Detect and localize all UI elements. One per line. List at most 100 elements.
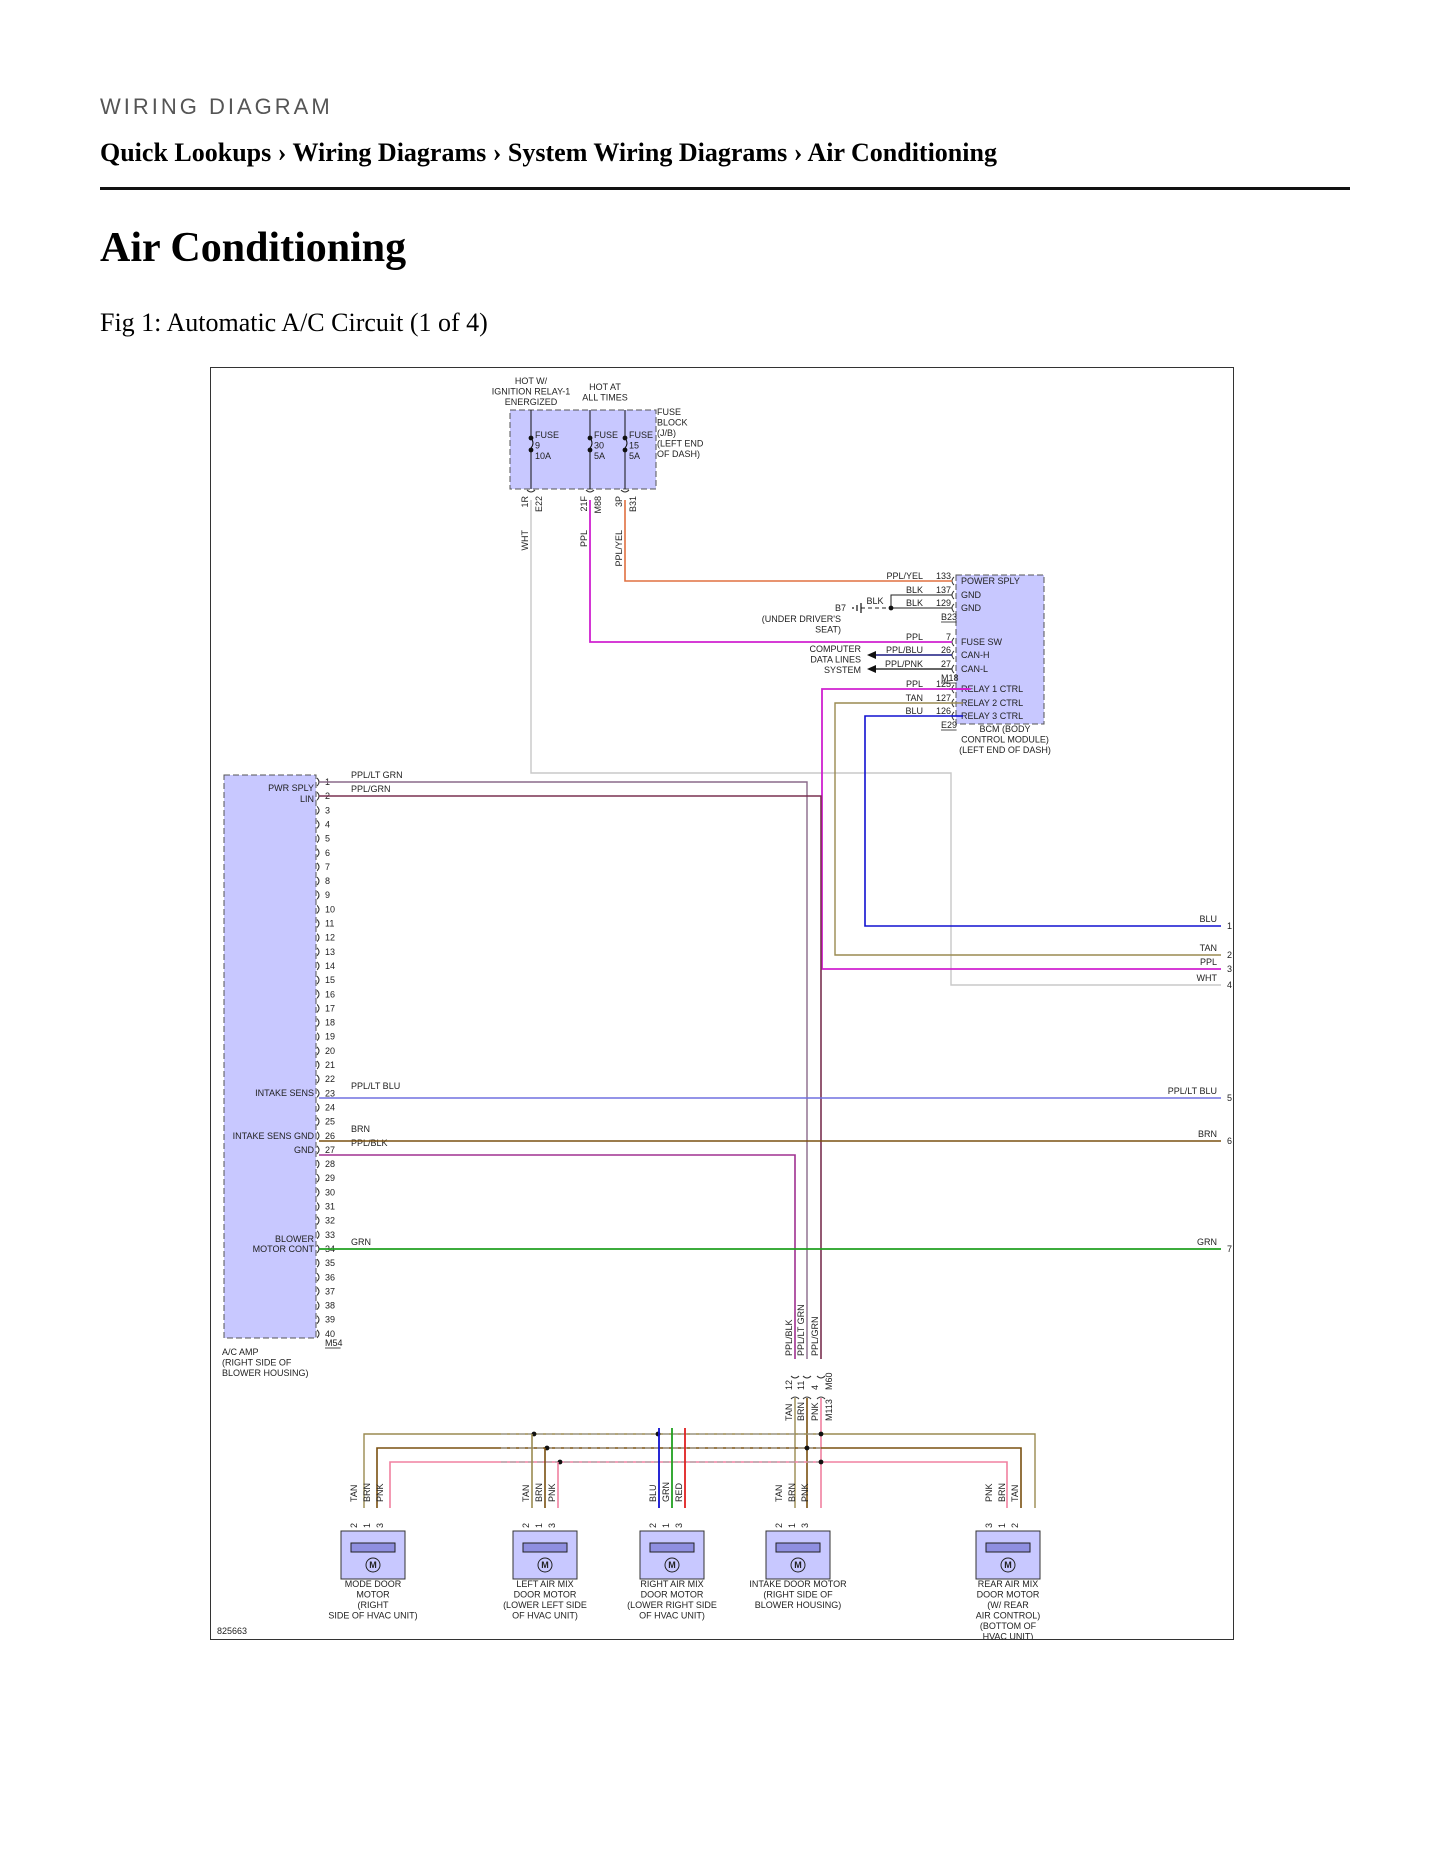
connector-pin-icon bbox=[316, 1287, 320, 1296]
motor-name-label: DOOR MOTOR bbox=[977, 1590, 1040, 1600]
motor-name-label: OF HVAC UNIT) bbox=[639, 1611, 705, 1621]
bcm-pin-function: GND bbox=[961, 590, 982, 600]
motor-pin-number: 3 bbox=[375, 1523, 385, 1528]
connector-reference-number: 4 bbox=[1227, 980, 1232, 990]
ac-amp-pin-number: 13 bbox=[325, 947, 335, 957]
wire-color-label: RED bbox=[674, 1482, 684, 1502]
breadcrumb-separator: › bbox=[277, 138, 287, 167]
motor-pin-number: 2 bbox=[349, 1523, 359, 1528]
ac-amp-pin-function: INTAKE SENS bbox=[255, 1088, 314, 1098]
ac-amp-pin-number: 24 bbox=[325, 1102, 335, 1112]
ac-amp-label: (RIGHT SIDE OF bbox=[222, 1358, 292, 1368]
connector-pin-icon bbox=[316, 848, 320, 858]
fuse-block-label: BLOCK bbox=[657, 418, 688, 428]
motor-pin-number: 1 bbox=[362, 1523, 372, 1528]
breadcrumb-separator: › bbox=[492, 138, 502, 167]
bcm-pin-number: 127 bbox=[936, 693, 951, 703]
fuse-label: FUSE bbox=[629, 430, 653, 440]
breadcrumb-wiring-diagrams[interactable]: Wiring Diagrams bbox=[292, 138, 487, 167]
fuse-label: 5A bbox=[594, 451, 605, 461]
wire-ppl bbox=[589, 500, 952, 643]
motor-symbol: M bbox=[668, 1560, 676, 1570]
connector-pin-icon bbox=[316, 1145, 320, 1155]
breadcrumb-system-wiring-diagrams[interactable]: System Wiring Diagrams bbox=[507, 138, 788, 167]
motor-terminal-block bbox=[522, 1542, 568, 1553]
bcm-pin-number: 125 bbox=[936, 679, 951, 689]
ac-amp-pin-number: 30 bbox=[325, 1187, 335, 1197]
motor-icon bbox=[790, 1557, 806, 1573]
ac-amp-pin-number: 35 bbox=[325, 1258, 335, 1268]
wire-color-label: PPL/BLK bbox=[784, 1319, 794, 1356]
wire-color-label: BRN bbox=[787, 1483, 797, 1502]
ac-amp-pin-number: 6 bbox=[325, 848, 330, 858]
hot-ignition-label: ENERGIZED bbox=[505, 397, 558, 407]
connector-pin-icon bbox=[816, 1375, 826, 1400]
motor-pin-number: 1 bbox=[534, 1523, 544, 1528]
connector-pin-icon bbox=[316, 1046, 320, 1056]
connector-pin-icon bbox=[526, 489, 536, 493]
wire-color-label: PPL/LT GRN bbox=[796, 1304, 806, 1356]
breadcrumb-quick-lookups[interactable]: Quick Lookups bbox=[100, 138, 272, 167]
connector-pin-icon bbox=[316, 1060, 320, 1070]
motor-pin-number: 1 bbox=[661, 1523, 671, 1528]
breadcrumb-separator: › bbox=[793, 138, 803, 167]
motor-name-label: REAR AIR MIX bbox=[978, 1579, 1039, 1589]
motor-name-label: RIGHT AIR MIX bbox=[640, 1579, 703, 1589]
wire-color-label: TAN bbox=[1200, 943, 1217, 953]
figure-id: 825663 bbox=[217, 1626, 247, 1636]
wire-pnk bbox=[389, 1461, 1008, 1508]
ac-amp-pin-number: 9 bbox=[325, 890, 330, 900]
wire-color-label: BLK bbox=[906, 598, 923, 608]
bcm-connector-id: B23 bbox=[941, 612, 957, 622]
breadcrumb-air-conditioning[interactable]: Air Conditioning bbox=[807, 138, 997, 167]
bundle-pin-number: 12 bbox=[784, 1380, 794, 1390]
motor-pin-number: 3 bbox=[547, 1523, 557, 1528]
connector-reference-number: 5 bbox=[1227, 1093, 1232, 1103]
motor-terminal-block bbox=[775, 1542, 821, 1553]
motor-name-label: (LOWER LEFT SIDE bbox=[503, 1600, 587, 1610]
connector-pin-icon bbox=[316, 1202, 320, 1211]
wire-color-label: PPL bbox=[906, 679, 923, 689]
splice-point bbox=[818, 1431, 824, 1437]
bcm-module bbox=[955, 574, 1045, 725]
breadcrumb: Quick Lookups › Wiring Diagrams › System… bbox=[100, 138, 997, 168]
wire-color-label: GRN bbox=[351, 1237, 371, 1247]
motor-pin-number: 3 bbox=[800, 1523, 810, 1528]
ac-amp-pin-number: 29 bbox=[325, 1173, 335, 1183]
ac-amp-pin-number: 14 bbox=[325, 961, 335, 971]
connector-pin-icon bbox=[951, 664, 955, 674]
bundle-pin-number: 4 bbox=[810, 1385, 820, 1390]
ac-amp-pin-number: 33 bbox=[325, 1230, 335, 1240]
ac-amp-pin-number: 12 bbox=[325, 933, 335, 943]
wire-color-label: PPL/YEL bbox=[886, 571, 923, 581]
motor-terminal-block bbox=[350, 1542, 396, 1553]
connector-pin-icon bbox=[316, 1272, 320, 1282]
connector-pin-icon bbox=[316, 1159, 320, 1169]
connector-pin-icon bbox=[316, 947, 320, 957]
ac-amp-pin-number: 31 bbox=[325, 1202, 335, 1212]
fuse-label: 9 bbox=[535, 441, 540, 451]
connector-pin-icon bbox=[316, 1329, 320, 1339]
connector-pin-icon bbox=[316, 1216, 320, 1226]
figure-caption: Fig 1: Automatic A/C Circuit (1 of 4) bbox=[100, 308, 488, 337]
wire-color-label: BLK bbox=[866, 596, 883, 606]
connector-pin-icon bbox=[316, 975, 320, 985]
ac-amp-pin-number: 22 bbox=[325, 1074, 335, 1084]
splice-point bbox=[888, 605, 894, 611]
wire-color-label: BRN bbox=[1198, 1129, 1217, 1139]
ac-amp-pin-number: 20 bbox=[325, 1046, 335, 1056]
bcm-pin-number: 7 bbox=[946, 632, 951, 642]
connector-pin-icon bbox=[316, 1173, 320, 1183]
data-lines-label: SYSTEM bbox=[824, 665, 861, 675]
connector-pin-icon bbox=[620, 489, 630, 493]
wire-color-label: PPL/LT BLU bbox=[351, 1081, 400, 1091]
ac-amp-pin-number: 32 bbox=[325, 1216, 335, 1226]
connector-pin-icon bbox=[316, 961, 320, 971]
wire-color-label: PPL/GRN bbox=[351, 784, 391, 794]
ac-amp-pin-number: 8 bbox=[325, 876, 330, 886]
ac-amp-pin-function: INTAKE SENS GND bbox=[233, 1131, 315, 1141]
wire-tan bbox=[834, 702, 1221, 956]
bcm-label: CONTROL MODULE) bbox=[961, 735, 1049, 745]
ac-amp-pin-number: 28 bbox=[325, 1159, 335, 1169]
motor-name-label: (LOWER RIGHT SIDE bbox=[627, 1600, 717, 1610]
